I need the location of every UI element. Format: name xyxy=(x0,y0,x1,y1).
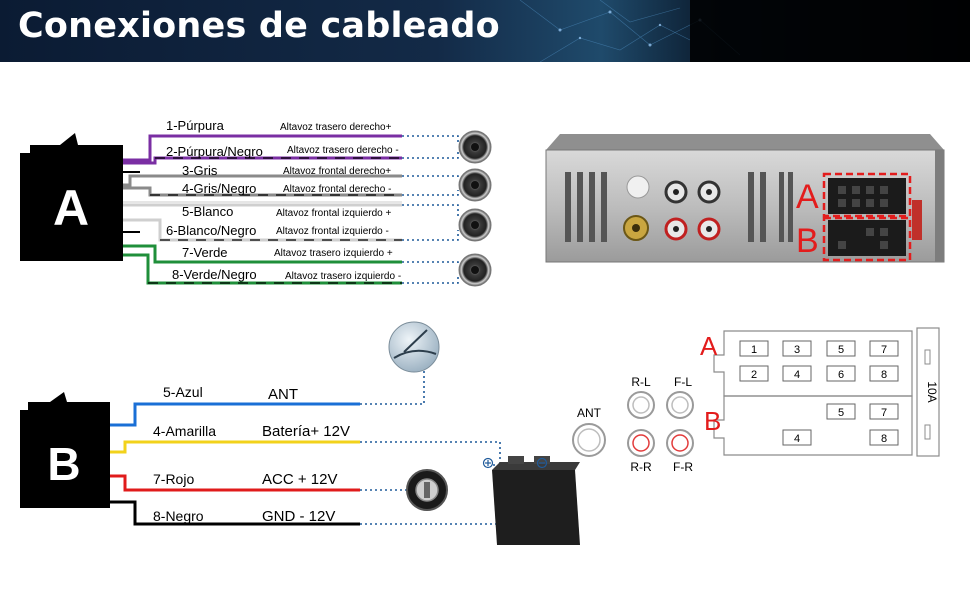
pin-a-7: 7 xyxy=(881,344,887,356)
wire-a3-desc: Altavoz frontal derecho+ xyxy=(283,166,391,177)
battery-icon xyxy=(482,456,580,545)
connector-b: B xyxy=(20,392,110,508)
wire-b2-desc: Batería+ 12V xyxy=(262,423,350,440)
wire-b-blue xyxy=(110,402,360,427)
pin-a-3: 3 xyxy=(794,344,800,356)
wire-a1 xyxy=(123,134,402,162)
wire-b2-name: 4-Amarilla xyxy=(153,423,216,439)
wire-a3 xyxy=(123,174,402,187)
connector-a-label: A xyxy=(53,180,89,236)
fl-label: F-L xyxy=(674,375,692,389)
wire-a2 xyxy=(123,156,402,165)
wire-a4-desc: Altavoz frontal derecho - xyxy=(283,184,391,195)
pin-a-8: 8 xyxy=(881,369,887,381)
rr-label: R-R xyxy=(630,460,652,474)
pin-b-8: 8 xyxy=(881,433,887,445)
wire-b4-name: 8-Negro xyxy=(153,508,204,524)
pinout-label-b: B xyxy=(704,406,721,436)
rca-rl xyxy=(627,391,655,419)
wire-a4-name: 4-Gris/Negro xyxy=(182,181,256,196)
wire-b-yellow xyxy=(110,440,360,454)
speaker-front-left xyxy=(458,208,492,242)
wire-a8-name: 8-Verde/Negro xyxy=(172,267,257,282)
ant-label: ANT xyxy=(577,406,602,420)
wire-a7-desc: Altavoz trasero izquierdo + xyxy=(274,248,393,259)
speaker-rear-left xyxy=(458,253,492,287)
connector-b-label: B xyxy=(47,438,80,490)
fuse-label: 10A xyxy=(925,381,939,402)
rca-rr xyxy=(627,429,655,457)
speaker-leads xyxy=(402,135,459,284)
fr-label: F-R xyxy=(673,460,693,474)
ant-jack xyxy=(572,423,606,457)
rl-label: R-L xyxy=(631,375,651,389)
wire-a3-name: 3-Gris xyxy=(182,163,218,178)
rca-fr xyxy=(666,429,694,457)
wire-a6-name: 6-Blanco/Negro xyxy=(166,223,256,238)
wire-a1-desc: Altavoz trasero derecho+ xyxy=(280,122,392,133)
wire-a6 xyxy=(123,218,402,242)
pin-a-4: 4 xyxy=(794,369,800,381)
wire-a5-name: 5-Blanco xyxy=(182,204,233,219)
pin-a-6: 6 xyxy=(838,369,844,381)
pinout-diagram: 10A A B 1 3 5 7 2 4 6 8 5 7 4 8 xyxy=(700,327,940,457)
connector-b-labels: 5-Azul ANT 4-Amarilla Batería+ 12V 7-Roj… xyxy=(153,384,350,525)
connector-a-wires xyxy=(123,134,402,285)
wire-a8-desc: Altavoz trasero izquierdo - xyxy=(285,271,401,282)
pin-b-7: 7 xyxy=(881,407,887,419)
pin-a-2: 2 xyxy=(751,369,757,381)
pin-a-1: 1 xyxy=(751,344,757,356)
pinout-label-a: A xyxy=(700,331,718,361)
wire-b4-desc: GND - 12V xyxy=(262,508,335,525)
wire-b1-name: 5-Azul xyxy=(163,384,203,400)
pin-b-4: 4 xyxy=(794,433,800,445)
pin-a-5: 5 xyxy=(838,344,844,356)
wire-a1-name: 1-Púrpura xyxy=(166,118,225,133)
wire-b-red xyxy=(110,474,360,492)
speaker-rear-right xyxy=(458,130,492,164)
connector-a: A xyxy=(20,133,123,261)
wire-a7-name: 7-Verde xyxy=(182,245,228,260)
connector-a-descriptions: Altavoz trasero derecho+ Altavoz trasero… xyxy=(274,122,401,282)
antenna-icon xyxy=(388,321,440,373)
radio-label-a: A xyxy=(796,178,819,216)
page-title: Conexiones de cableado xyxy=(18,6,500,46)
wire-a6-desc: Altavoz frontal izquierdo - xyxy=(276,226,389,237)
wire-a2-desc: Altavoz trasero derecho - xyxy=(287,145,399,156)
wire-a7 xyxy=(123,244,402,264)
wire-b3-name: 7-Rojo xyxy=(153,471,194,487)
wire-b-black xyxy=(110,500,360,526)
wire-a5-desc: Altavoz frontal izquierdo + xyxy=(276,208,392,219)
wire-b3-desc: ACC + 12V xyxy=(262,471,337,488)
wire-a2-name: 2-Púrpura/Negro xyxy=(166,144,263,159)
title-banner xyxy=(0,0,970,62)
wire-b1-desc: ANT xyxy=(268,386,298,403)
radio-label-b: B xyxy=(796,222,819,260)
connector-a-labels: 1-Púrpura 2-Púrpura/Negro 3-Gris 4-Gris/… xyxy=(166,118,263,282)
rca-fl xyxy=(666,391,694,419)
speaker-front-right xyxy=(458,168,492,202)
rca-panel: ANT R-L F-L R-R F-R xyxy=(572,375,694,474)
radio-unit: A B xyxy=(545,134,945,263)
pin-b-5: 5 xyxy=(838,407,844,419)
ignition-switch-icon xyxy=(406,469,448,511)
connector-b-wires xyxy=(110,402,360,526)
